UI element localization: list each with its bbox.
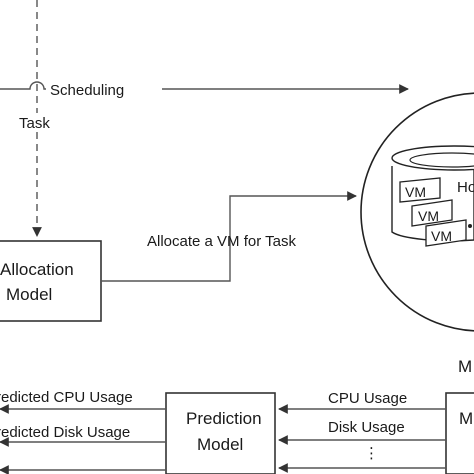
prediction-model-label-line1: Prediction <box>186 409 262 428</box>
scheduling-arrow <box>0 81 409 94</box>
prediction-model-label-line2: Model <box>197 435 243 454</box>
prediction-model-box <box>165 392 276 474</box>
allocate-vm-label: Allocate a VM for Task <box>147 233 296 250</box>
task-label-bg <box>16 113 56 132</box>
scheduling-label: Scheduling <box>50 82 124 99</box>
monitor-box <box>445 392 474 474</box>
predicted-cpu-label: Predicted CPU Usage <box>0 389 133 406</box>
vm-2 <box>411 199 453 227</box>
cpu-usage-label: CPU Usage <box>328 390 407 407</box>
disk-usage-label: Disk Usage <box>328 419 405 436</box>
monitor-box-label: M <box>459 409 473 428</box>
vm-more-dot <box>468 224 472 228</box>
allocation-model-label-line1: Allocation <box>0 260 74 279</box>
host-label: Ho <box>457 179 474 196</box>
more-usage-label: ⋮ <box>364 445 379 462</box>
vm-3 <box>425 219 467 247</box>
predicted-disk-label: Predicted Disk Usage <box>0 424 130 441</box>
vm-1 <box>399 177 441 203</box>
allocation-model-box <box>0 240 102 322</box>
scheduling-label-bg <box>46 79 162 99</box>
vm-1-label: VM <box>405 184 426 200</box>
task-label: Task <box>19 115 50 132</box>
monitor-label: M <box>458 357 472 376</box>
allocation-model-label-line2: Model <box>6 285 52 304</box>
vm-2-label: VM <box>418 208 439 224</box>
vm-3-label: VM <box>431 228 452 244</box>
allocate-vm-arrow <box>101 191 357 282</box>
